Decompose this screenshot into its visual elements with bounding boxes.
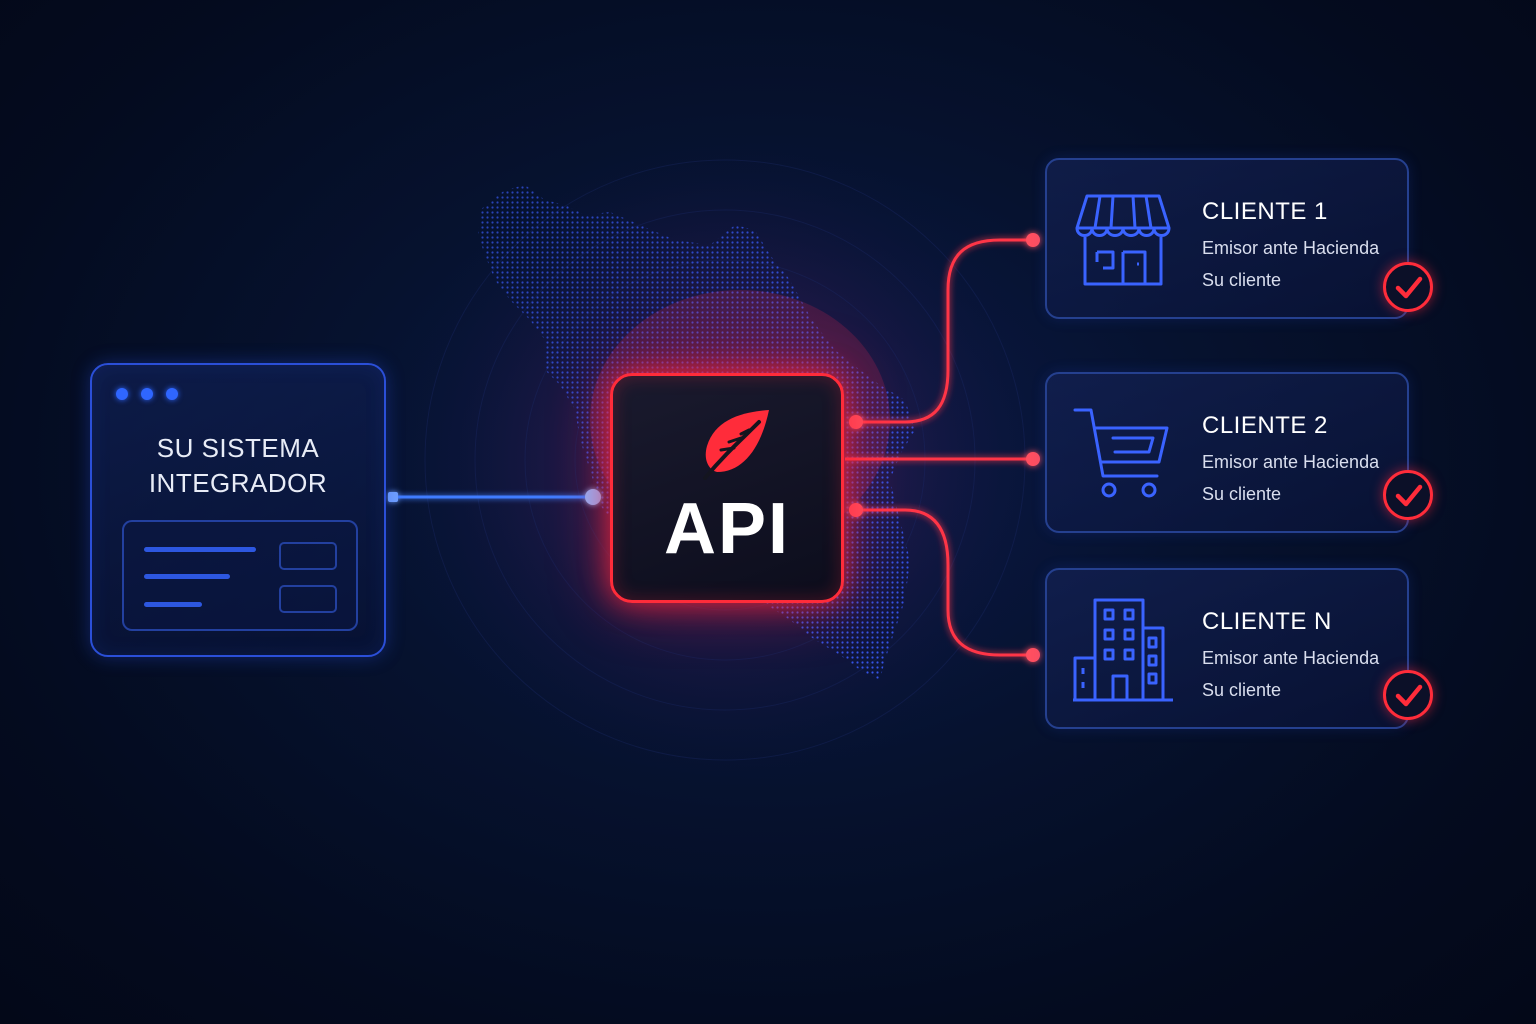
- connector-integrator-api: [388, 489, 601, 505]
- client-subtitle: Su cliente: [1202, 484, 1282, 504]
- connectors-api-clients: [845, 238, 1033, 657]
- integrator-title-line1: SU SISTEMA: [156, 433, 320, 463]
- checkmark-badge: [1383, 262, 1433, 312]
- client-subtitle: Su cliente: [1202, 270, 1282, 290]
- shopping-cart-icon: [1073, 408, 1169, 498]
- window-dot-icon: [141, 388, 153, 400]
- client-card-1: CLIENTE 1 Emisor ante Hacienda Su client…: [1045, 158, 1433, 319]
- text-line-placeholder: [144, 574, 230, 579]
- form-panel-illustration: [122, 520, 358, 631]
- office-building-icon: [1073, 598, 1173, 702]
- api-hub: API: [610, 373, 844, 603]
- client-role: Emisor ante Hacienda: [1202, 452, 1380, 472]
- leaf-icon: [703, 410, 769, 480]
- checkmark-icon: [1395, 484, 1423, 507]
- checkmark-badge: [1383, 670, 1433, 720]
- field-box-placeholder: [279, 585, 337, 613]
- client-role: Emisor ante Hacienda: [1202, 648, 1380, 668]
- field-box-placeholder: [279, 542, 337, 570]
- text-line-placeholder: [144, 602, 202, 607]
- window-controls: [116, 387, 191, 405]
- integrator-title: SU SISTEMA INTEGRADOR: [92, 431, 384, 501]
- client-name: CLIENTE N: [1202, 608, 1332, 635]
- window-dot-icon: [116, 388, 128, 400]
- integrator-system-window: SU SISTEMA INTEGRADOR: [90, 363, 386, 657]
- checkmark-icon: [1395, 276, 1423, 299]
- client-name: CLIENTE 2: [1202, 412, 1328, 439]
- api-label: API: [663, 489, 791, 569]
- client-subtitle: Su cliente: [1202, 680, 1282, 700]
- client-role: Emisor ante Hacienda: [1202, 238, 1380, 258]
- storefront-icon: [1075, 194, 1171, 286]
- client-card-2: CLIENTE 2 Emisor ante Hacienda Su client…: [1045, 372, 1433, 533]
- connector-nodes: [849, 233, 1040, 662]
- window-dot-icon: [166, 388, 178, 400]
- checkmark-icon: [1395, 684, 1423, 707]
- integrator-title-line2: INTEGRADOR: [148, 468, 328, 498]
- client-name: CLIENTE 1: [1202, 198, 1328, 225]
- text-line-placeholder: [144, 547, 256, 552]
- checkmark-badge: [1383, 470, 1433, 520]
- client-card-n: CLIENTE N Emisor ante Hacienda Su client…: [1045, 568, 1433, 729]
